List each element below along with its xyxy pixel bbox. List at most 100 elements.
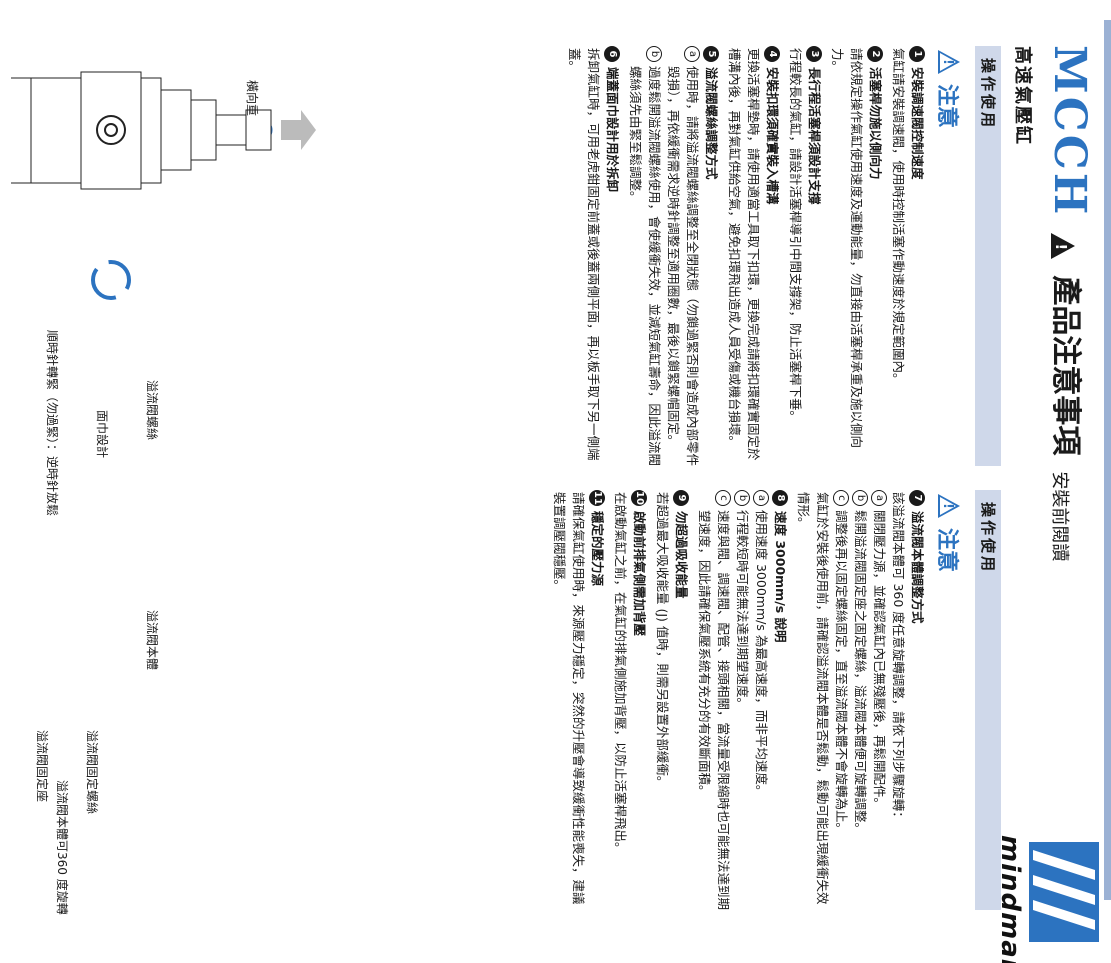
sub-item-text: 過度鬆開溢流閥螺絲使用，會使緩衝失效，並減短氣缸壽命，因此溢流閥螺絲須先由緊至鬆… <box>628 66 662 467</box>
item-body: 若超過最大吸收能量 (J) 值時，則需另設置外部緩衝。 <box>655 492 670 789</box>
sub-item-mark: b <box>646 46 662 62</box>
title-block: MCCH 產品注意事項 安裝前閱讀 <box>1044 45 1095 562</box>
left-section-bar: 操作使用 <box>975 46 1001 466</box>
item-number-badge: 10 <box>631 490 648 506</box>
item-number-badge: 1 <box>909 46 926 62</box>
left-caution: 注意 <box>933 50 965 466</box>
item-title-text: 溢流閥本體調整方式 <box>910 511 925 624</box>
instruction-title: 10 啟動前排氣側需加背壓 <box>630 490 649 910</box>
item-title-text: 安裝調速閥控制速度 <box>910 67 925 180</box>
item-title-text: 穩定的壓力源 <box>590 511 605 587</box>
item-body: 拆卸氣缸時，可用老虎鉗固定前蓋或後蓋兩側平面，再以板手取下另一側端蓋。 <box>567 48 601 461</box>
rotate-note-label: 溢流閥本體可360 度旋轉 <box>55 780 69 915</box>
item-number-badge: 7 <box>909 490 926 506</box>
item-body: 行程較長的氣缸，請設計活塞桿導引中間支撐架，防止活塞桿下垂。 <box>788 48 803 424</box>
item-number-badge: 5 <box>703 46 720 62</box>
fixing-screw-label: 溢流閥固定螺絲 <box>85 730 99 815</box>
no-load-label: 橫向重 <box>245 80 259 117</box>
instruction-title: 7 溢流閥本體調整方式 <box>908 490 927 910</box>
item-title-text: 長行程活塞桿須設計支撐 <box>807 67 822 205</box>
sub-item-mark: a <box>753 490 769 506</box>
caution-label: 注意 <box>934 84 959 129</box>
instruction-item: 8 速度 3000mm/s 說明 a 使用速度 3000mm/s 為最高速度，而非平均… <box>695 490 790 910</box>
instruction-item: 2 活塞桿勿施以側向力請依規定操作氣缸使用速度及運動能量，勿直接由活塞桿承重及施以… <box>828 46 885 466</box>
instruction-item: 11 穩定的壓力源請確保氣缸使用時，來源壓力穩定，突然的升壓會導致緩衝性能喪失，建… <box>550 490 607 910</box>
item-body: 氣缸請安裝調速閥，使用時控制活塞作動速度於規定範圍內。 <box>891 48 906 386</box>
instruction-title: 8 速度 3000mm/s 說明 <box>771 490 790 910</box>
item-body: 在啟動氣缸之前，在氣缸的排氣側施加背壓，以防止活塞桿飛出。 <box>613 492 628 855</box>
sub-item: b 行程較短時可能無法達到期望速度。 <box>733 490 752 910</box>
item-title-text: 活塞桿勿施以側向力 <box>868 67 883 180</box>
item-title-text: 啟動前排氣側需加背壓 <box>632 511 647 637</box>
sub-item-text: 調整後再以固定螺絲固定，直至溢流閥本體不會旋轉為止。 <box>834 510 849 836</box>
sub-item-mark: b <box>734 490 750 506</box>
item-body: 請確保氣缸使用時，來源壓力穩定，突然的升壓會導致緩衝性能喪失，建議裝置調壓閥穩壓… <box>552 492 586 905</box>
sub-item: b 過度鬆開溢流閥螺絲使用，會使緩衝失效，並減短氣缸壽命，因此溢流閥螺絲須先由緊至… <box>626 46 664 466</box>
instruction-item: 6 端蓋面巾設計用於拆卸拆卸氣缸時，可用老虎鉗固定前蓋或後蓋兩側平面，再以板手取下… <box>565 46 622 466</box>
page-title: 產品注意事項 <box>1048 275 1083 456</box>
top-rule <box>1104 20 1111 900</box>
cylinder-drawing <box>0 71 316 300</box>
cylinder-diagram <box>0 30 411 930</box>
caution-icon <box>938 50 960 74</box>
sub-item-text: 行程較短時可能無法達到期望速度。 <box>735 510 750 711</box>
caution-label: 注意 <box>934 528 959 573</box>
sub-item: c 調整後再以固定螺絲固定，直至溢流閥本體不會旋轉為止。 <box>832 490 851 910</box>
sub-item: a 關閉壓力源，並確認氣缸內已無殘壓後，再鬆開配件。 <box>870 490 889 910</box>
item-title-text: 溢流閥螺絲調整方式 <box>704 67 719 180</box>
instruction-title: 5 溢流閥螺絲調整方式 <box>702 46 721 466</box>
item-body: 請依規定操作氣缸使用速度及運動能量，勿直接由活塞桿承重及施以側向力。 <box>830 48 864 449</box>
item-title-text: 安裝扣環須確實裝入槽溝 <box>765 67 780 205</box>
page-title-sub: 安裝前閱讀 <box>1049 471 1070 562</box>
sub-item-mark: a <box>871 490 887 506</box>
page-subtitle: 高速氣壓缸 <box>1012 46 1033 146</box>
instruction-title: 11 穩定的壓力源 <box>588 490 607 910</box>
sub-item-text: 關閉壓力源，並確認氣缸內已無殘壓後，再鬆開配件。 <box>872 510 887 811</box>
item-body: 該溢流閥本體可 360 度任意旋轉調整，請依下列步驟旋轉： <box>891 492 906 824</box>
item-body: 更換活塞桿墊時，請使用適當工具取下扣環，更換完成請將扣環確實固定於槽溝內後，再對… <box>727 48 761 461</box>
caution-icon <box>938 494 960 518</box>
instruction-item: 10 啟動前排氣側需加背壓在啟動氣缸之前，在氣缸的排氣側施加背壓，以防止活塞桿飛出… <box>611 490 649 910</box>
instruction-title: 2 活塞桿勿施以側向力 <box>866 46 885 466</box>
item-number-badge: 2 <box>867 46 884 62</box>
item-number-badge: 8 <box>772 490 789 506</box>
item-number-badge: 6 <box>604 46 621 62</box>
instruction-item: 1 安裝調速閥控制速度氣缸請安裝調速閥，使用時控制活塞作動速度於規定範圍內。 <box>889 46 927 466</box>
sub-item-mark: b <box>852 490 868 506</box>
sub-item-mark: c <box>833 490 849 506</box>
instruction-title: 6 端蓋面巾設計用於拆卸 <box>603 46 622 466</box>
sub-item-text: 使用速度 3000mm/s 為最高速度，而非平均速度。 <box>754 510 769 798</box>
end-face-label: 面巾設計 <box>95 410 109 459</box>
item-number-badge: 11 <box>589 490 606 506</box>
right-section-bar: 操作使用 <box>975 490 1001 910</box>
sub-item-mark: a <box>684 46 700 62</box>
valve-body-label: 溢流閥本體 <box>145 610 159 671</box>
sub-item-text: 鬆開溢流閥固定座之固定螺絲，溢流閥本體便可旋轉調整。 <box>853 510 868 836</box>
item-number-badge: 9 <box>673 490 690 506</box>
brand-title: MCCH <box>1044 45 1095 218</box>
clockwise-label: 順時針轉緊（勿過緊）：逆時針放鬆 <box>45 330 59 517</box>
fixing-seat-label: 溢流閥固定座 <box>35 730 49 803</box>
sub-item-text: 速度與閥、調速閥、配管、接頭相關，當流量受限縮時也可能無法達到期望速度，因此請確… <box>697 510 731 911</box>
item-after-note: 氣缸於安裝後使用前，請確認溢流閥本體是否鬆動，鬆動可能出現緩衝失效情形。 <box>796 492 830 905</box>
right-caution: 注意 <box>933 494 965 910</box>
item-title-text: 端蓋面巾設計用於拆卸 <box>605 67 620 193</box>
sub-item: a 使用速度 3000mm/s 為最高速度，而非平均速度。 <box>752 490 771 910</box>
sub-item: b 鬆開溢流閥固定座之固定螺絲，溢流閥本體便可旋轉調整。 <box>851 490 870 910</box>
mindman-logo-icon <box>1029 842 1099 942</box>
item-title-text: 速度 3000mm/s 說明 <box>773 511 788 643</box>
